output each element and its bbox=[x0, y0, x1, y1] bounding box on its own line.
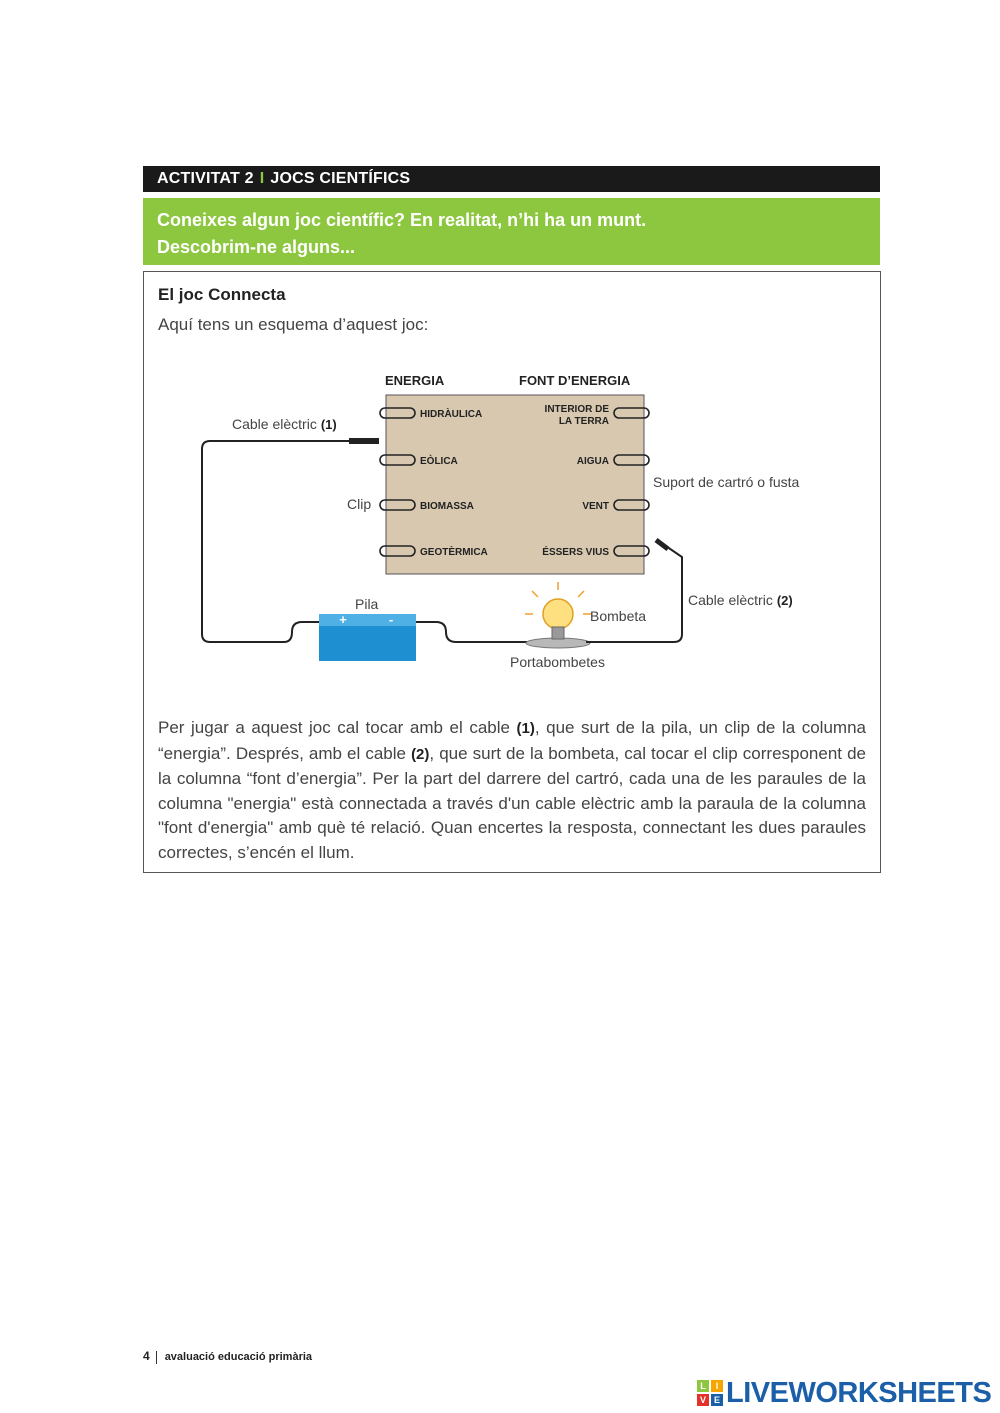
content-box: El joc Connecta Aquí tens un esquema d’a… bbox=[143, 271, 881, 873]
activity-topic: JOCS CIENTÍFICS bbox=[270, 170, 411, 187]
footer-text: avaluació educació primària bbox=[164, 1351, 313, 1363]
label-biomassa: BIOMASSA bbox=[420, 501, 474, 512]
intro-line-2: Descobrim-ne alguns... bbox=[157, 237, 356, 257]
battery-plus: + bbox=[339, 612, 347, 627]
battery-label: Pila bbox=[355, 596, 379, 612]
cable-2 bbox=[586, 541, 683, 643]
clip-icon[interactable] bbox=[613, 499, 650, 511]
clip-icon[interactable] bbox=[613, 454, 650, 466]
instructions-paragraph: Per jugar a aquest joc cal tocar amb el … bbox=[158, 718, 866, 862]
intro-banner: Coneixes algun joc científic? En realita… bbox=[143, 198, 880, 265]
clip-icon[interactable] bbox=[379, 454, 416, 466]
label-essers-vius: ÉSSERS VIUS bbox=[542, 545, 609, 558]
column-header-font: FONT D’ENERGIA bbox=[519, 373, 631, 388]
support-label: Suport de cartró o fusta bbox=[653, 474, 800, 490]
label-geotermica: GEOTÈRMICA bbox=[420, 545, 488, 558]
bulb-label: Bombeta bbox=[590, 608, 646, 624]
clip-icon[interactable] bbox=[379, 545, 416, 557]
cable-battery-bulb bbox=[416, 621, 530, 643]
label-vent: VENT bbox=[582, 501, 609, 512]
header-separator: I bbox=[259, 170, 265, 187]
bulb-icon bbox=[525, 582, 591, 640]
activity-number: ACTIVITAT 2 bbox=[157, 170, 254, 187]
battery-minus: - bbox=[389, 612, 393, 627]
section-subtitle: Aquí tens un esquema d’aquest joc: bbox=[158, 315, 429, 334]
game-board bbox=[385, 394, 645, 575]
label-hidraulica: HIDRÀULICA bbox=[420, 407, 482, 420]
clip-icon[interactable] bbox=[379, 407, 416, 419]
liveworksheets-brand[interactable]: L I V E LIVEWORKSHEETS bbox=[697, 1376, 992, 1409]
activity-header: ACTIVITAT 2 I JOCS CIENTÍFICS bbox=[143, 166, 880, 192]
label-eolica: EÒLICA bbox=[420, 454, 458, 467]
holder-label: Portabombetes bbox=[510, 654, 605, 670]
column-header-energia: ENERGIA bbox=[385, 373, 445, 388]
connecta-diagram: ENERGIA FONT D’ENERGIA HIDRÀULICA EÒLICA… bbox=[201, 373, 800, 670]
liveworksheets-wordmark: LIVEWORKSHEETS bbox=[726, 1376, 992, 1409]
footer-divider bbox=[155, 1350, 157, 1364]
clip-icon[interactable] bbox=[613, 545, 650, 557]
clip-icon[interactable] bbox=[379, 499, 416, 511]
label-aigua: AIGUA bbox=[577, 456, 609, 467]
liveworksheets-logo-icon: L I V E bbox=[697, 1380, 723, 1406]
cable-1 bbox=[201, 440, 376, 643]
clip-label: Clip bbox=[347, 496, 371, 512]
page-number: 4 bbox=[143, 1349, 150, 1363]
cable-2-tip[interactable] bbox=[654, 538, 670, 551]
section-title: El joc Connecta bbox=[158, 285, 286, 304]
intro-line-1: Coneixes algun joc científic? En realita… bbox=[157, 210, 647, 230]
cable2-label: Cable elèctric(2) bbox=[688, 592, 793, 608]
cable-1-tip[interactable] bbox=[349, 438, 379, 444]
cable1-label: Cable elèctric(1) bbox=[232, 416, 337, 432]
label-interior-1: INTERIOR DE bbox=[545, 404, 610, 415]
page-footer: 4 avaluació educació primària bbox=[143, 1349, 312, 1364]
clip-icon[interactable] bbox=[613, 407, 650, 419]
label-interior-2: LA TERRA bbox=[559, 416, 609, 427]
